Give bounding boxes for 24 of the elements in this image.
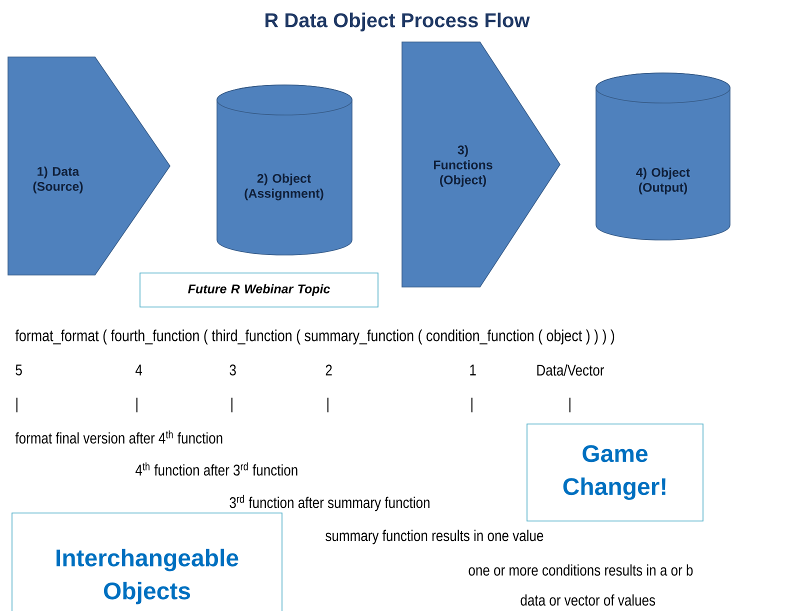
step-number: 1 — [470, 364, 476, 376]
note-text: 3$^{rd}$ function after summary function — [230, 494, 430, 512]
tick-mark: | — [231, 398, 232, 412]
step-number: 3 — [230, 364, 236, 376]
step-number: 2 — [326, 364, 332, 376]
tick-mark: | — [16, 398, 18, 412]
tick-mark: | — [327, 398, 328, 412]
note-text: format final version after 4$^{th}$ function — [15, 430, 222, 444]
text-box: Future R Webinar Topic — [140, 272, 378, 308]
data-label: Data/Vector — [537, 364, 604, 376]
note-text: 4$^{th}$ function after 3$^{rd}$ function — [136, 462, 298, 476]
note-text: data or vector of values — [520, 594, 656, 606]
note-text: one or more conditions results in a or b — [468, 564, 693, 576]
step-number: 5 — [16, 364, 22, 376]
title: R Data Object Process Flow — [266, 12, 530, 32]
cylinder: 4) Object (Output) — [596, 72, 730, 240]
tick-mark: | — [471, 398, 472, 412]
cylinder: 2) Object (Assignment) — [216, 84, 352, 256]
code-line: format_format ( fourth_function ( third_function ( summary_function ( condition_function ( object ) ) ) ) — [15, 330, 614, 344]
tick-mark: | — [136, 398, 138, 412]
callout-box: Interchangeable Objects — [12, 512, 282, 611]
callout-box: Game Changer! — [526, 424, 704, 522]
step-number: 4 — [136, 364, 142, 376]
note-text: summary function results in one value — [326, 530, 544, 544]
